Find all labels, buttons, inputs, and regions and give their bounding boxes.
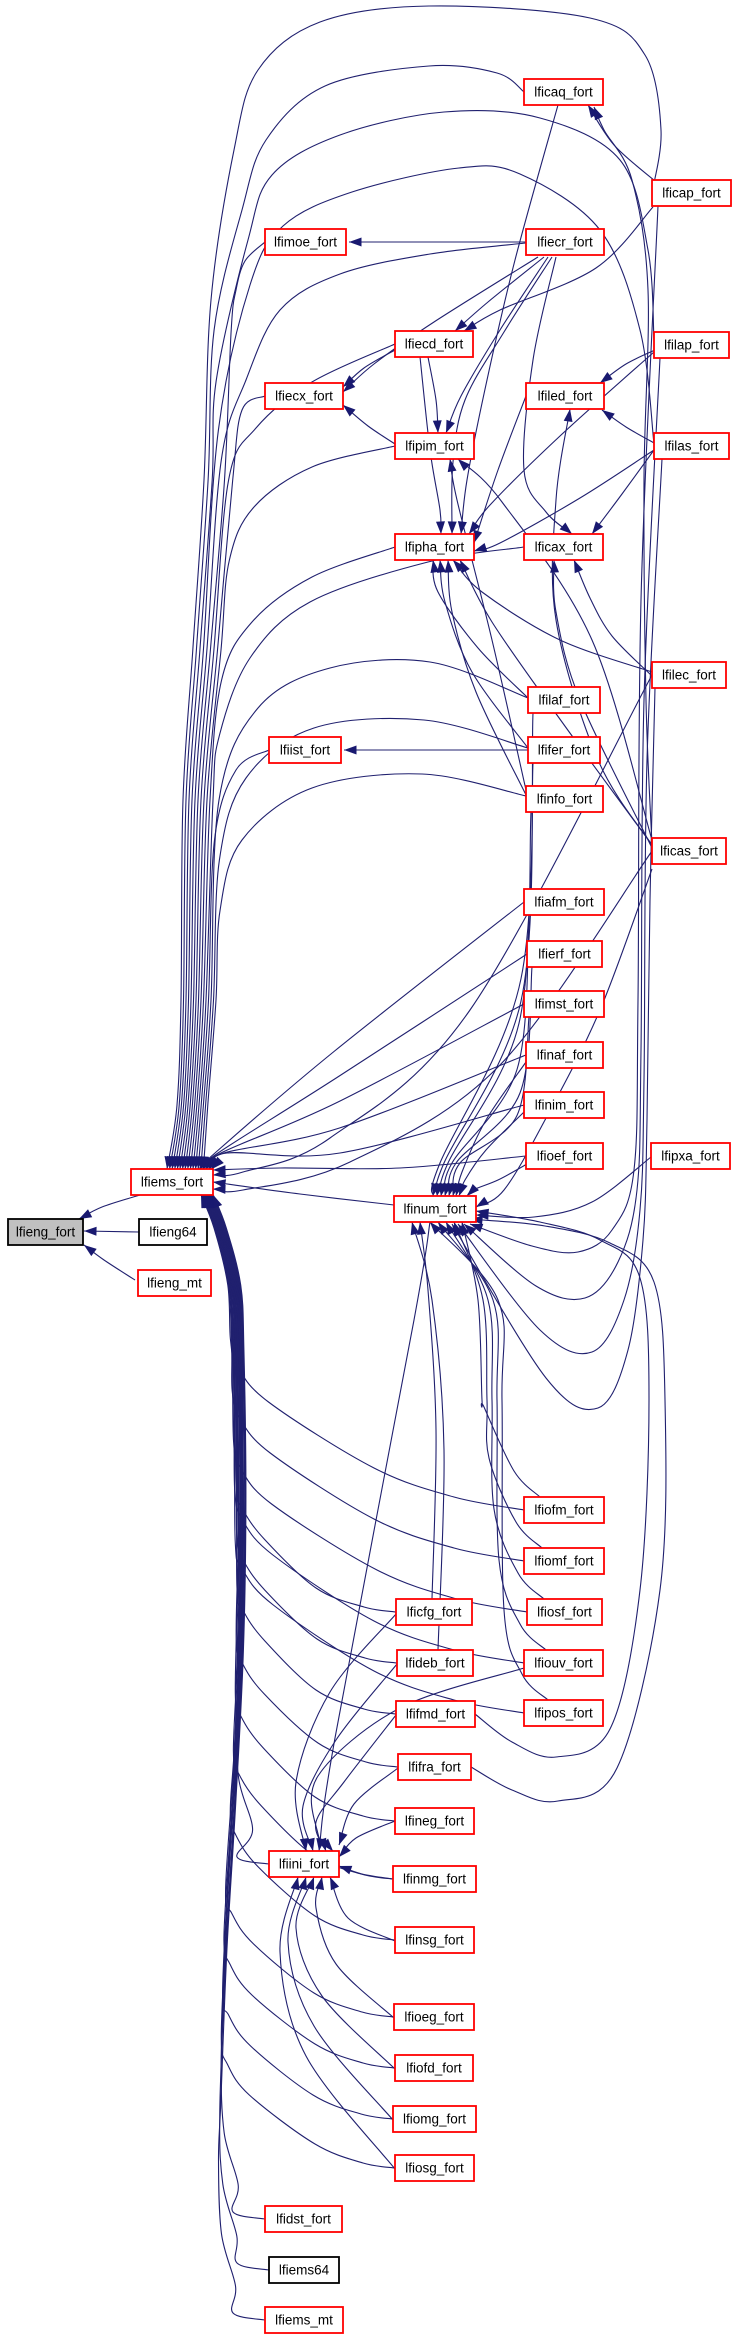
- svg-text:lfinfo_fort: lfinfo_fort: [537, 792, 593, 807]
- svg-text:lfiafm_fort: lfiafm_fort: [534, 895, 594, 910]
- svg-text:lficap_fort: lficap_fort: [662, 186, 721, 201]
- svg-text:lfiecr_fort: lfiecr_fort: [537, 235, 593, 250]
- svg-text:lfilec_fort: lfilec_fort: [662, 668, 716, 683]
- svg-text:lfiled_fort: lfiled_fort: [538, 389, 593, 404]
- svg-text:lfilaf_fort: lfilaf_fort: [538, 693, 589, 708]
- svg-text:lfipim_fort: lfipim_fort: [405, 439, 464, 454]
- svg-text:lfiofm_fort: lfiofm_fort: [534, 1503, 594, 1518]
- svg-text:lfineg_fort: lfineg_fort: [405, 1814, 465, 1829]
- svg-text:lfiosf_fort: lfiosf_fort: [537, 1605, 592, 1620]
- svg-text:lfieng_fort: lfieng_fort: [16, 1225, 76, 1240]
- svg-text:lfilas_fort: lfilas_fort: [664, 439, 718, 454]
- svg-text:lfideb_fort: lfideb_fort: [405, 1656, 465, 1671]
- svg-text:lfiecd_fort: lfiecd_fort: [405, 337, 464, 352]
- svg-text:lfioef_fort: lfioef_fort: [537, 1149, 593, 1164]
- svg-text:lfifmd_fort: lfifmd_fort: [406, 1707, 466, 1722]
- svg-text:lfiini_fort: lfiini_fort: [279, 1857, 330, 1872]
- svg-text:lfierf_fort: lfierf_fort: [538, 947, 591, 962]
- svg-text:lfipos_fort: lfipos_fort: [534, 1706, 593, 1721]
- svg-text:lfieng64: lfieng64: [149, 1225, 197, 1240]
- svg-text:lfidst_fort: lfidst_fort: [276, 2212, 331, 2227]
- svg-text:lfinum_fort: lfinum_fort: [403, 1202, 466, 1217]
- svg-text:lfinim_fort: lfinim_fort: [535, 1098, 594, 1113]
- svg-text:lfifra_fort: lfifra_fort: [408, 1760, 461, 1775]
- svg-text:lficaq_fort: lficaq_fort: [534, 85, 593, 100]
- svg-text:lfiomg_fort: lfiomg_fort: [403, 2112, 466, 2127]
- svg-text:lfifer_fort: lfifer_fort: [538, 743, 591, 758]
- svg-text:lfinaf_fort: lfinaf_fort: [537, 1048, 593, 1063]
- svg-text:lfilap_fort: lfilap_fort: [664, 338, 719, 353]
- svg-text:lfimst_fort: lfimst_fort: [535, 997, 594, 1012]
- svg-text:lfipha_fort: lfipha_fort: [405, 540, 465, 555]
- svg-text:lfiecx_fort: lfiecx_fort: [275, 389, 333, 404]
- svg-text:lfiofd_fort: lfiofd_fort: [406, 2061, 462, 2076]
- svg-text:lfiems64: lfiems64: [279, 2263, 330, 2278]
- svg-text:lfiist_fort: lfiist_fort: [280, 743, 331, 758]
- svg-text:lfiems_mt: lfiems_mt: [275, 2313, 333, 2328]
- svg-text:lficax_fort: lficax_fort: [535, 540, 593, 555]
- svg-text:lfinmg_fort: lfinmg_fort: [403, 1872, 466, 1887]
- svg-text:lfieng_mt: lfieng_mt: [147, 1276, 202, 1291]
- svg-text:lficas_fort: lficas_fort: [660, 844, 718, 859]
- svg-text:lfiosg_fort: lfiosg_fort: [405, 2161, 464, 2176]
- svg-text:lfiems_fort: lfiems_fort: [141, 1175, 204, 1190]
- svg-text:lfiouv_fort: lfiouv_fort: [534, 1656, 593, 1671]
- svg-text:lfioeg_fort: lfioeg_fort: [404, 2010, 464, 2025]
- svg-text:lfimoe_fort: lfimoe_fort: [274, 235, 337, 250]
- svg-text:lfipxa_fort: lfipxa_fort: [661, 1149, 720, 1164]
- svg-text:lfiomf_fort: lfiomf_fort: [534, 1554, 594, 1569]
- svg-text:lfinsg_fort: lfinsg_fort: [405, 1933, 464, 1948]
- svg-text:lficfg_fort: lficfg_fort: [407, 1605, 462, 1620]
